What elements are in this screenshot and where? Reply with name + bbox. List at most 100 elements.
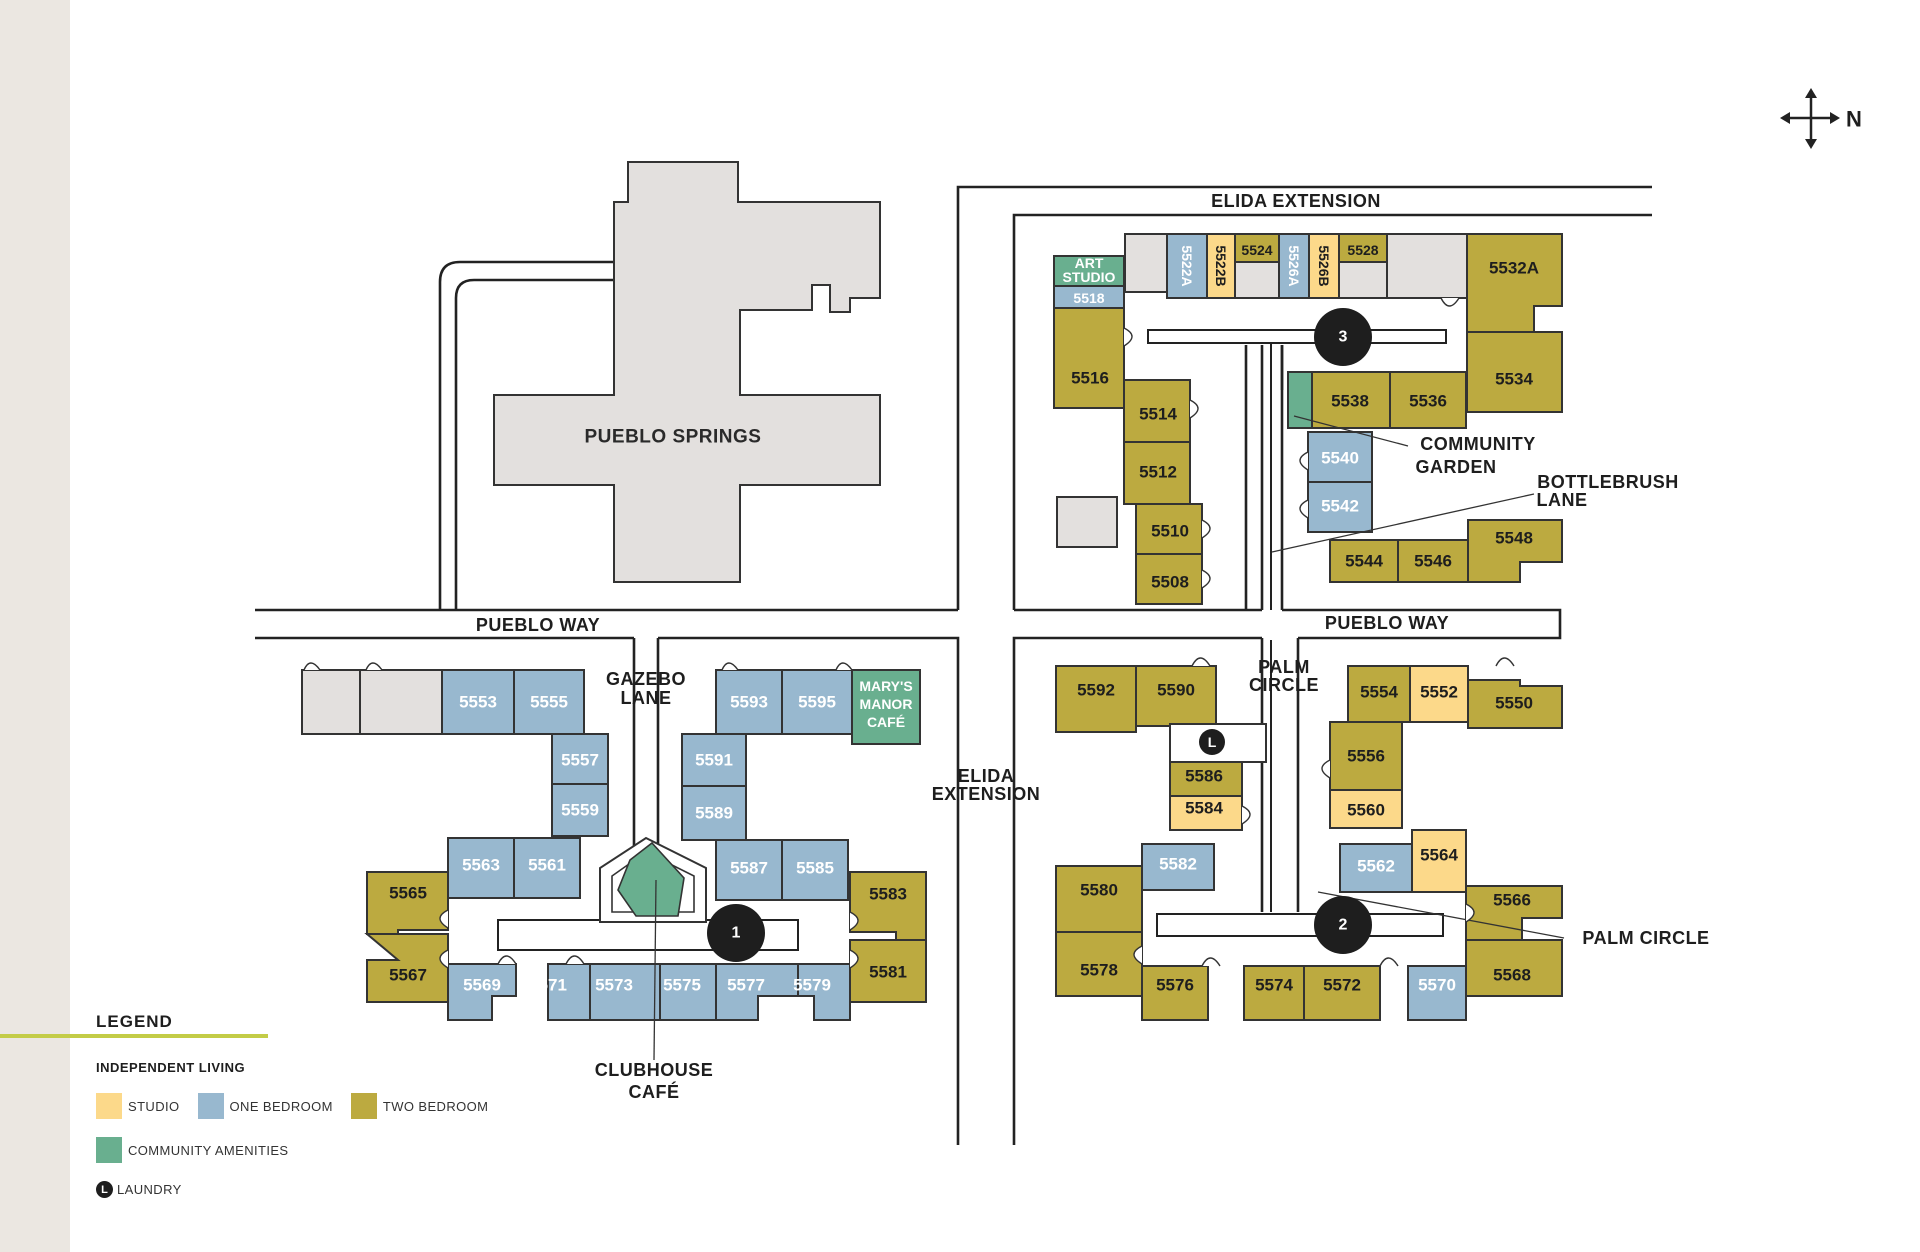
- unit-5566[interactable]: [1465, 885, 1563, 941]
- unit-5554[interactable]: [1347, 665, 1411, 723]
- legend-item-amenities: COMMUNITY AMENITIES: [96, 1137, 288, 1163]
- unit-5562[interactable]: [1339, 843, 1413, 893]
- unit-5564[interactable]: [1411, 829, 1467, 893]
- grey-unit-e: [1234, 261, 1280, 299]
- unit-label-5579: 5579: [793, 976, 831, 995]
- unit-label-5584: 5584: [1185, 799, 1223, 818]
- unit-label-5518: 5518: [1073, 290, 1104, 306]
- label-bottlebrush-1: BOTTLEBRUSH: [1537, 472, 1679, 492]
- palm-circle-leader: [1317, 891, 1565, 939]
- street-pueblo-way-right: PUEBLO WAY: [1325, 613, 1449, 633]
- label-bottlebrush-2: LANE: [1537, 490, 1588, 510]
- unit-5556[interactable]: [1329, 721, 1403, 791]
- unit-label-5510: 5510: [1151, 522, 1189, 541]
- marker-3[interactable]: 3: [1314, 308, 1372, 366]
- legend-laundry-icon: L: [96, 1181, 113, 1198]
- unit-5555[interactable]: [513, 669, 585, 735]
- unit-5568[interactable]: [1465, 939, 1563, 997]
- legend-swatch-two-bedroom: [350, 1093, 377, 1119]
- road-elida-top-inner: [1012, 213, 1652, 610]
- unit-5560[interactable]: [1329, 789, 1403, 829]
- marys-manor-label-2: MANOR: [860, 696, 913, 712]
- unit-5585[interactable]: [781, 839, 849, 901]
- legend: LEGEND INDEPENDENT LIVING STUDIO ONE BED…: [0, 1012, 516, 1198]
- unit-labels: 5553 5555 5557 5559 5563 5561 5565 5567 …: [389, 242, 1539, 995]
- unit-5522A[interactable]: [1166, 233, 1208, 299]
- unit-5572[interactable]: [1303, 965, 1381, 1021]
- road-inner-bottlebrush-block: [1244, 345, 1284, 610]
- unit-5512[interactable]: [1123, 441, 1191, 505]
- unit-label-5569: 5569: [463, 976, 501, 995]
- unit-5587[interactable]: [715, 839, 783, 901]
- cluster-3: [1053, 233, 1563, 605]
- unit-5553[interactable]: [441, 669, 515, 735]
- marker-3-number: 3: [1339, 329, 1348, 346]
- unit-5536[interactable]: [1389, 371, 1467, 429]
- unit-label-5550: 5550: [1495, 694, 1533, 713]
- unit-label-5548: 5548: [1495, 529, 1533, 548]
- unit-label-5512: 5512: [1139, 463, 1177, 482]
- street-pueblo-way-left: PUEBLO WAY: [476, 615, 600, 635]
- road-elida-mid-right: [1012, 636, 1262, 1145]
- unit-label-5593: 5593: [730, 693, 768, 712]
- unit-label-5514: 5514: [1139, 405, 1177, 424]
- unit-5510[interactable]: [1135, 503, 1203, 555]
- label-community-garden-2: GARDEN: [1415, 457, 1496, 477]
- unit-5542[interactable]: [1307, 481, 1373, 533]
- clubhouse-leader: [653, 879, 657, 1061]
- unit-5589[interactable]: [681, 785, 747, 841]
- marker-2[interactable]: 2: [1314, 896, 1372, 954]
- unit-label-5583: 5583: [869, 885, 907, 904]
- unit-label-5575: 5575: [663, 976, 701, 995]
- unit-5550[interactable]: [1467, 679, 1563, 729]
- unit-5592[interactable]: [1055, 665, 1137, 733]
- unit-label-5524: 5524: [1241, 242, 1272, 258]
- unit-5516[interactable]: [1053, 307, 1125, 409]
- unit-label-5508: 5508: [1151, 573, 1189, 592]
- storage-building: [1056, 496, 1118, 548]
- side-strip: [0, 0, 70, 1252]
- unit-label-5554: 5554: [1360, 683, 1398, 702]
- unit-label-5592: 5592: [1077, 681, 1115, 700]
- unit-5582[interactable]: [1141, 843, 1215, 891]
- unit-5561[interactable]: [513, 837, 581, 899]
- unit-5534[interactable]: [1466, 306, 1563, 413]
- unit-5559[interactable]: [551, 783, 609, 837]
- art-studio[interactable]: [1053, 255, 1125, 287]
- unit-label-5574: 5574: [1255, 976, 1293, 995]
- unit-5548[interactable]: [1467, 519, 1563, 583]
- street-elida-mid-1: ELIDA: [958, 766, 1015, 786]
- unit-5583[interactable]: [849, 871, 927, 941]
- unit-5514[interactable]: [1123, 379, 1191, 443]
- legend-subtitle: INDEPENDENT LIVING: [96, 1060, 246, 1075]
- legend-label-one-bedroom: ONE BEDROOM: [229, 1098, 333, 1114]
- marys-manor-cafe[interactable]: [851, 669, 921, 745]
- unit-5567[interactable]: [364, 933, 449, 1003]
- unit-5591[interactable]: [681, 733, 747, 787]
- clubhouse-cafe[interactable]: [617, 841, 685, 917]
- unit-5570[interactable]: [1407, 965, 1467, 1021]
- unit-5526B[interactable]: [1308, 233, 1340, 299]
- road-elida-top-outer: [956, 185, 1652, 610]
- unit-label-5564: 5564: [1420, 846, 1458, 865]
- unit-label-5589: 5589: [695, 804, 733, 823]
- unit-5508[interactable]: [1135, 553, 1203, 605]
- unit-5576[interactable]: [1141, 965, 1209, 1021]
- unit-label-5560: 5560: [1347, 801, 1385, 820]
- road-pueblo-springs-drive: [438, 260, 618, 610]
- unit-label-5578: 5578: [1080, 961, 1118, 980]
- community-garden-plot[interactable]: [1287, 371, 1313, 429]
- unit-5532A[interactable]: [1466, 233, 1563, 333]
- unit-label-5532A: 5532A: [1489, 259, 1539, 278]
- unit-5544[interactable]: [1329, 539, 1399, 583]
- marker-1[interactable]: 1: [707, 904, 765, 962]
- label-clubhouse-1: CLUBHOUSE: [595, 1060, 714, 1080]
- grey-unit-d: [1386, 233, 1468, 299]
- unit-label-5565: 5565: [389, 884, 427, 903]
- unit-5565[interactable]: [366, 871, 449, 935]
- unit-5546[interactable]: [1397, 539, 1469, 583]
- legend-item-two-bedroom: TWO BEDROOM: [350, 1093, 489, 1119]
- road-pueblo-right: [1014, 608, 1562, 640]
- unit-label-5561: 5561: [528, 856, 566, 875]
- compass-icon: N: [1780, 88, 1862, 149]
